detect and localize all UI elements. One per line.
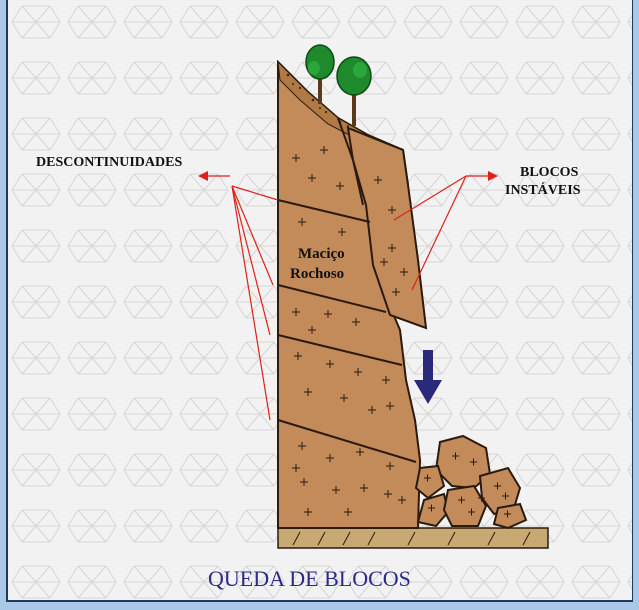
discontinuities-pointers: [204, 175, 279, 421]
discontinuity-joints: [277, 117, 417, 463]
label-rock-mass-line1: Maciço: [298, 246, 345, 262]
diagram-canvas: DESCONTINUIDADES BLOCOS INSTÁVEIS Maciço…: [6, 0, 633, 602]
tree-icon: [305, 44, 335, 104]
unstable-blocks-arrowhead: [488, 171, 498, 181]
unstable-block: [346, 126, 428, 330]
label-unstable-blocks-line2: INSTÁVEIS: [505, 181, 581, 198]
unstable-blocks-pointers: [393, 175, 490, 291]
label-discontinuities: DESCONTINUIDADES: [36, 155, 182, 170]
diagram-title: QUEDA DE BLOCOS: [208, 566, 411, 591]
discontinuities-arrowhead: [198, 171, 208, 181]
down-arrow-icon: [414, 350, 442, 404]
fallen-blocks: [414, 434, 528, 530]
rock-texture: [292, 146, 408, 516]
tree-icon: [336, 56, 372, 126]
label-rock-mass-line2: Rochoso: [290, 266, 344, 282]
ground-base: [277, 527, 549, 549]
label-unstable-blocks-line1: BLOCOS: [520, 165, 579, 180]
